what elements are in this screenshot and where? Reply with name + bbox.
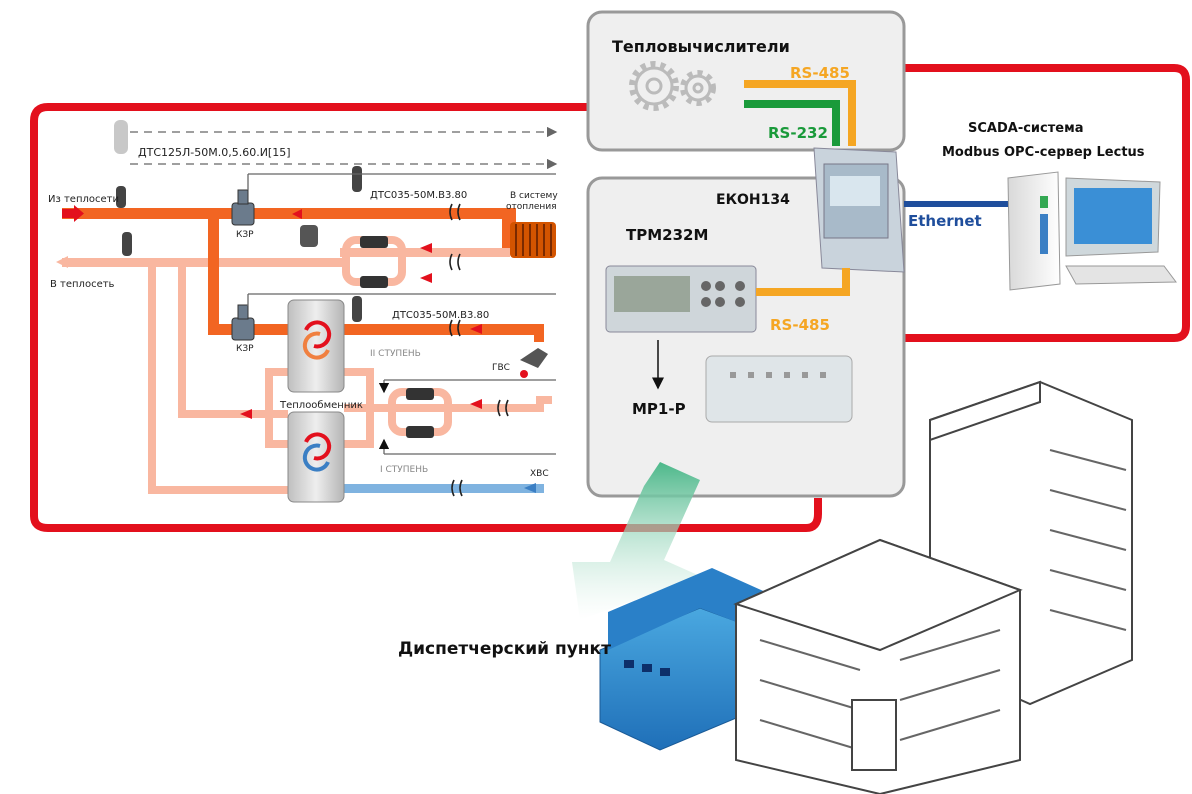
gears-icon xyxy=(629,61,716,111)
scada-label-2: Modbus OPC-сервер Lectus xyxy=(942,145,1145,160)
rs485-bottom-line xyxy=(756,268,850,296)
hot-water-label: ГВС xyxy=(492,363,510,373)
calculators-title: Тепловычислители xyxy=(612,37,790,56)
valve-2-label: КЗР xyxy=(236,344,254,354)
radiator-icon xyxy=(510,222,556,258)
stage-2-label: II СТУПЕНЬ xyxy=(370,349,421,359)
ekon-device xyxy=(813,147,905,273)
mr1-label: МР1-Р xyxy=(632,400,686,418)
rs232-line xyxy=(744,100,840,146)
stage-1-label: I СТУПЕНЬ xyxy=(380,465,428,475)
dispatch-label: Диспетчерский пункт xyxy=(398,639,611,659)
sensor-2-label: ДТС035-50М.В3.80 xyxy=(392,310,489,321)
outlet-label: В теплосеть xyxy=(50,279,115,290)
sensor-icons xyxy=(114,120,362,322)
heat-exchanger-label: Теплообменник xyxy=(279,400,363,411)
buildings-icon xyxy=(733,380,1133,794)
pipe-breaks xyxy=(449,203,509,497)
ethernet-label: Ethernet xyxy=(908,212,982,230)
valve-icons xyxy=(231,189,255,341)
signal-lines xyxy=(130,126,558,455)
red-frame-left xyxy=(30,103,822,532)
down-arrow xyxy=(572,462,700,620)
tap-icon xyxy=(520,348,548,378)
heating-label-1: В систему xyxy=(510,191,558,201)
computer-icon xyxy=(1007,171,1177,291)
scada-label-1: SCADA-система xyxy=(968,121,1083,136)
rs485-top-label: RS-485 xyxy=(790,64,850,82)
sensor-top-label: ДТС125Л-50М.0,5.60.И[15] xyxy=(138,146,291,159)
cold-arrow xyxy=(524,483,536,493)
rs232-label: RS-232 xyxy=(768,124,828,142)
inlet-label: Из теплосети xyxy=(48,194,119,205)
module-device xyxy=(705,355,853,423)
heat-exchanger-icon xyxy=(287,299,345,503)
pump-icons xyxy=(300,225,434,438)
valve-1-label: КЗР xyxy=(236,230,254,240)
cold-water-label: ХВС xyxy=(530,469,549,479)
sensor-1-label: ДТС035-50М.В3.80 xyxy=(370,190,467,201)
return-arrow xyxy=(56,256,68,268)
rs485-top-line xyxy=(744,80,856,146)
ekon-label: ЕКОН134 xyxy=(716,192,790,208)
heating-label-2: отопления xyxy=(506,202,557,212)
red-frame-right xyxy=(904,64,1190,342)
trm-device xyxy=(605,265,757,333)
trm-label: ТРМ232М xyxy=(626,226,708,244)
flow-arrows xyxy=(62,205,482,419)
rs485-bottom-label: RS-485 xyxy=(770,316,830,334)
